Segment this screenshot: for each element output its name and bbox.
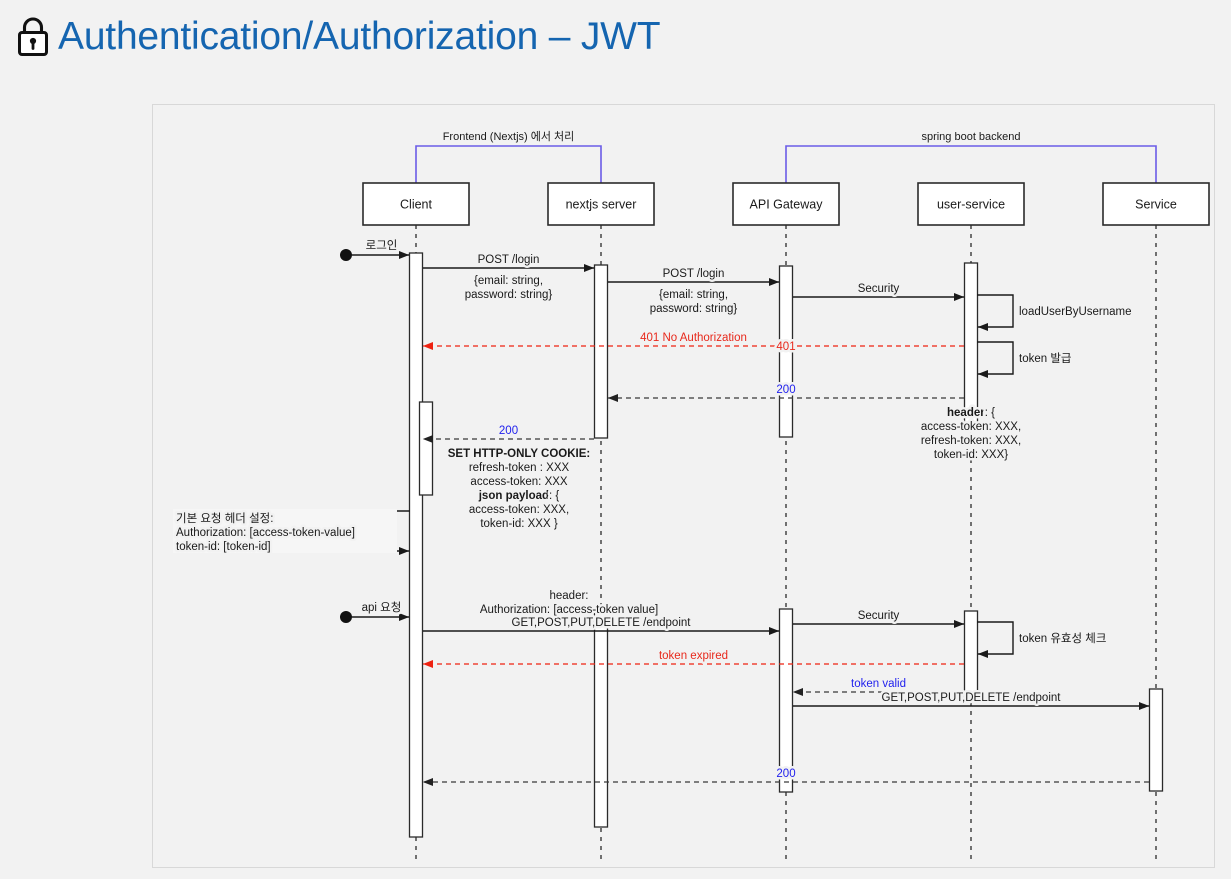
message-sub-m6-0: SET HTTP-ONLY COOKIE: xyxy=(448,448,591,460)
activation-a-gateway-2 xyxy=(778,608,794,793)
message-sub-m5-3: token-id: XXX} xyxy=(934,449,1008,461)
message-sub-m6-2: access-token: XXX xyxy=(470,476,567,488)
message-label-m7: GET,POST,PUT,DELETE /endpoint xyxy=(512,617,692,629)
participant-label-service: Service xyxy=(1135,198,1177,212)
message-label-m2: POST /login xyxy=(663,268,725,280)
group-label-backend: spring boot backend xyxy=(921,131,1020,143)
message-label-m9: token expired xyxy=(659,650,728,662)
group-bracket-frontend xyxy=(415,145,602,183)
participant-label-gateway: API Gateway xyxy=(750,198,824,212)
note-box-s3 xyxy=(173,509,397,553)
participant-box-client[interactable] xyxy=(362,182,470,226)
message-sub-m2-0: {email: string, xyxy=(659,289,728,301)
message-sub-m2-1: password: string} xyxy=(650,303,738,315)
message-sub-m6-3: json payload: { xyxy=(478,490,560,502)
entry-dot-login-entry xyxy=(340,249,352,261)
message-sub-m5-2: refresh-token: XXX, xyxy=(921,435,1021,447)
activation-a-nextjs-1 xyxy=(593,264,609,439)
activation-bars xyxy=(408,252,1164,838)
message-sub-m5-1: access-token: XXX, xyxy=(921,421,1021,433)
note-line-s3-1: Authorization: [access-token-value] xyxy=(176,527,355,539)
page-title: Authentication/Authorization – JWT xyxy=(0,0,1231,62)
activation-a-user-2 xyxy=(963,610,979,702)
message-label-m8: Security xyxy=(858,610,900,622)
participant-box-gateway[interactable] xyxy=(732,182,840,226)
message-label-m11: GET,POST,PUT,DELETE /endpoint xyxy=(882,692,1062,704)
participant-box-user[interactable] xyxy=(917,182,1025,226)
note-line-s3-0: 기본 요청 헤더 설정: xyxy=(176,512,273,525)
message-label-m1: POST /login xyxy=(478,254,540,266)
activation-a-nextjs-2 xyxy=(593,610,609,828)
entry-label-login-entry: 로그인 xyxy=(366,239,398,252)
self-call-label-s2: token 발급 xyxy=(1019,352,1072,365)
entry-label-api-entry: api 요청 xyxy=(362,601,402,614)
self-call-s1 xyxy=(977,294,1014,332)
activation-a-user-1 xyxy=(963,262,979,428)
message-label-m3: Security xyxy=(858,283,900,295)
group-bracket-backend xyxy=(785,145,1157,183)
activation-a-service-1 xyxy=(1148,688,1164,792)
activation-a-client-main xyxy=(408,252,424,838)
self-call-label-s1: loadUserByUsername xyxy=(1019,306,1132,318)
participant-label-user: user-service xyxy=(937,198,1005,212)
self-call-s2 xyxy=(977,341,1014,379)
page-title-text: Authentication/Authorization – JWT xyxy=(58,14,661,58)
group-label-frontend: Frontend (Nextjs) 에서 처리 xyxy=(443,130,575,143)
sequence-diagram: Frontend (Nextjs) 에서 처리 spring boot backe… xyxy=(173,128,1210,863)
activation-a-client-nest xyxy=(418,401,434,496)
message-label-m4: 401 No Authorization xyxy=(640,332,747,344)
message-sub-m6-5: token-id: XXX } xyxy=(480,518,558,530)
self-call-label-s4: token 유효성 체크 xyxy=(1019,632,1106,645)
message-sub-m5-0: header: { xyxy=(947,407,995,419)
message-sub-m6-4: access-token: XXX, xyxy=(469,504,569,516)
message-sub-m7-0: header: xyxy=(549,590,588,602)
self-call-s4 xyxy=(977,621,1014,659)
participant-box-service[interactable] xyxy=(1102,182,1210,226)
participant-boxes: Client nextjs server API Gateway user-servi… xyxy=(362,182,1210,226)
message-sub-m1-1: password: string} xyxy=(465,289,553,301)
group-brackets: Frontend (Nextjs) 에서 처리 spring boot backe… xyxy=(415,128,1157,183)
message-sub-m6-1: refresh-token : XXX xyxy=(469,462,570,474)
participant-label-client: Client xyxy=(400,198,432,212)
message-sub-m1-0: {email: string, xyxy=(474,275,543,287)
entry-dot-api-entry xyxy=(340,611,352,623)
entry-points: 로그인 api 요청 xyxy=(340,237,410,623)
message-label-m6: 200 xyxy=(499,425,518,437)
message-sub-m7-1: Authorization: [access-token value] xyxy=(480,604,658,616)
message-label-m10: token valid xyxy=(851,678,906,690)
participant-box-nextjs[interactable] xyxy=(547,182,655,226)
message-label-m12: 200 xyxy=(776,768,795,780)
message-label-m5: 200 xyxy=(776,384,795,396)
participant-label-nextjs: nextjs server xyxy=(566,198,637,212)
message-midlabel-m4: 401 xyxy=(776,341,795,353)
activation-a-gateway-1 xyxy=(778,265,794,438)
lock-icon xyxy=(18,17,48,56)
sequence-diagram-frame: Frontend (Nextjs) 에서 처리 spring boot backe… xyxy=(152,104,1215,868)
messages: POST /login {email: string, password: stri… xyxy=(422,252,1150,787)
note-line-s3-2: token-id: [token-id] xyxy=(176,541,271,553)
